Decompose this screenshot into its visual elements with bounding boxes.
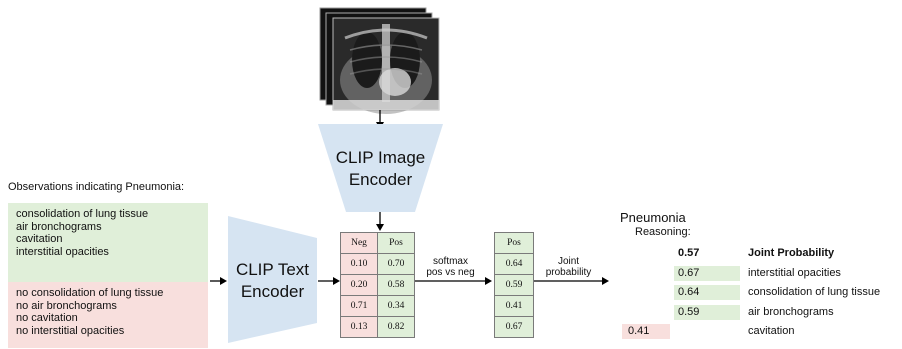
- clip-image-encoder-line1: CLIP Image: [335, 148, 426, 167]
- reasoning-label: interstitial opacities: [748, 266, 841, 279]
- joint-line1: Joint: [557, 256, 580, 267]
- negative-observation: no interstitial opacities: [16, 324, 125, 337]
- positive-observation: cavitation: [16, 233, 63, 245]
- table1-header-pos: Pos: [377, 232, 415, 254]
- softmax-label: softmax pos vs neg: [414, 256, 487, 278]
- table1-cell: 0.70: [377, 253, 415, 275]
- reasoning-bar: [674, 265, 740, 281]
- joint-probability-label: Joint probability: [533, 256, 604, 278]
- arrow-image-encoder-to-table: [376, 212, 384, 231]
- softmax-line1: softmax: [432, 256, 468, 267]
- reasoning-label: cavitation: [748, 325, 795, 337]
- negative-observation: no consolidation of lung tissue: [16, 287, 164, 299]
- xray-image: [332, 17, 440, 114]
- table1-cell: 0.82: [377, 316, 415, 338]
- softmax-line2: pos vs neg: [426, 267, 475, 278]
- observations-title: Observations indicating Pneumonia:: [8, 181, 185, 193]
- reasoning-subtitle: Reasoning:: [635, 226, 691, 238]
- table1-cell: 0.71: [340, 295, 378, 317]
- clip-image-encoder-line2: Encoder: [348, 170, 413, 189]
- positive-observation: interstitial opacities: [16, 245, 109, 258]
- reasoning-value: 0.67: [678, 266, 700, 279]
- table2-cell: 0.67: [494, 316, 534, 338]
- clip-image-encoder-shape: [318, 124, 443, 212]
- table1-cell: 0.10: [340, 253, 378, 275]
- clip-text-encoder-label: CLIP Text Encoder: [228, 259, 317, 303]
- clip-text-encoder-shape: [228, 216, 317, 343]
- reasoning-value: 0.64: [678, 286, 700, 298]
- reasoning-bar: [622, 324, 670, 339]
- reasoning-value: 0.41: [628, 325, 650, 337]
- table1-header-neg: Neg: [340, 232, 378, 254]
- table2-cell: 0.41: [494, 295, 534, 317]
- reasoning-title: Pneumonia: [620, 210, 686, 225]
- negative-observation: no air bronchograms: [16, 299, 117, 312]
- similarity-table: Neg Pos 0.10 0.70 0.20 0.58 0.71 0.34 0.…: [340, 232, 415, 338]
- reasoning-bar: [674, 285, 740, 300]
- reasoning-label: Joint Probability: [748, 247, 835, 259]
- arrow-table1-to-table2: [414, 277, 492, 285]
- reasoning-label: consolidation of lung tissue: [748, 286, 881, 298]
- table1-cell: 0.20: [340, 274, 378, 296]
- clip-text-encoder-line1: CLIP Text: [235, 260, 310, 279]
- reasoning-bar: [674, 304, 740, 320]
- negative-observations: no consolidation of lung tissue no air b…: [8, 282, 208, 348]
- probability-table: Pos 0.64 0.59 0.41 0.67: [494, 232, 534, 338]
- clip-text-encoder-line2: Encoder: [240, 282, 305, 301]
- positive-observation: air bronchograms: [16, 220, 102, 233]
- arrow-text-encoder-to-table: [318, 277, 340, 285]
- reasoning-value: 0.57: [678, 247, 700, 259]
- arrow-table2-to-reasoning: [533, 277, 609, 285]
- negative-observation: no cavitation: [16, 312, 78, 324]
- clip-image-encoder-label: CLIP Image Encoder: [318, 147, 443, 191]
- table1-cell: 0.34: [377, 295, 415, 317]
- table2-cell: 0.64: [494, 253, 534, 275]
- reasoning-label: air bronchograms: [748, 305, 834, 318]
- positive-observations: consolidation of lung tissue air broncho…: [8, 203, 208, 282]
- reasoning-value: 0.59: [678, 305, 700, 318]
- positive-observation: consolidation of lung tissue: [16, 208, 149, 220]
- arrow-observations-to-text-encoder: [210, 277, 227, 285]
- joint-line2: probability: [545, 267, 592, 278]
- xray-image-stack: [319, 7, 440, 114]
- table2-cell: 0.59: [494, 274, 534, 296]
- table2-header-pos: Pos: [494, 232, 534, 254]
